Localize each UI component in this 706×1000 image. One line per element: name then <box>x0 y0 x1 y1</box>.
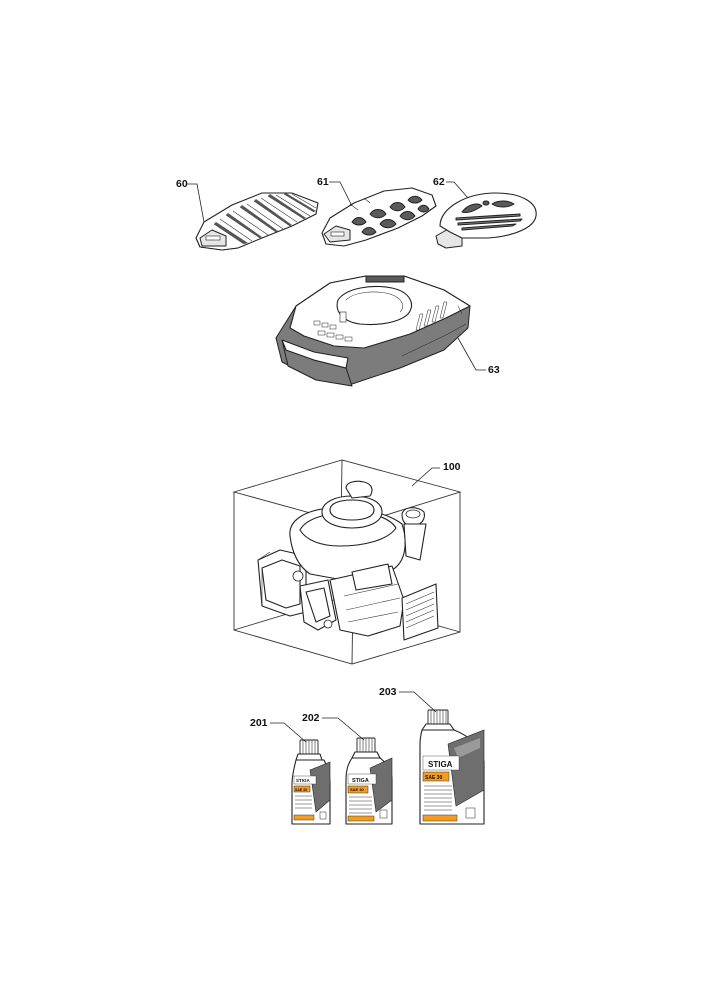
part-label-202: 202 <box>302 712 320 724</box>
part-label-201: 201 <box>250 717 268 729</box>
part-61-slotted-cover[interactable] <box>321 187 437 247</box>
leader-line-202 <box>322 717 365 741</box>
part-60-finned-cover[interactable] <box>195 192 319 251</box>
leader-line-203 <box>399 691 437 713</box>
leader-line-201 <box>270 722 307 743</box>
leader-line-100 <box>411 467 440 487</box>
bottle-203-brand: STIGA <box>428 760 453 769</box>
part-100-engine-in-box[interactable] <box>232 459 462 665</box>
leader-line-60 <box>186 183 205 223</box>
leader-line-63 <box>457 337 486 371</box>
part-203-oil-bottle-large[interactable]: STIGA SAE 30 <box>419 709 485 825</box>
bottle-201-grade: SAE 30 <box>295 788 307 792</box>
part-label-61: 61 <box>317 176 329 188</box>
bottle-201-brand: STIGA <box>296 778 311 783</box>
part-label-62: 62 <box>433 176 445 188</box>
part-label-63: 63 <box>488 364 500 376</box>
part-62-vented-cover[interactable] <box>435 192 537 249</box>
leader-line-61 <box>329 181 353 207</box>
part-label-100: 100 <box>443 461 461 473</box>
part-label-203: 203 <box>379 686 397 698</box>
leader-line-62 <box>446 181 469 199</box>
bottle-202-grade: SAE 30 <box>350 787 365 792</box>
part-63-engine-shroud[interactable] <box>275 275 471 387</box>
bottle-202-brand: STIGA <box>352 778 369 784</box>
part-label-60: 60 <box>176 178 188 190</box>
part-202-oil-bottle-medium[interactable]: STIGA SAE 30 <box>345 737 393 825</box>
bottle-203-grade: SAE 30 <box>425 775 442 781</box>
part-201-oil-bottle-small[interactable]: STIGA SAE 30 <box>291 739 331 825</box>
